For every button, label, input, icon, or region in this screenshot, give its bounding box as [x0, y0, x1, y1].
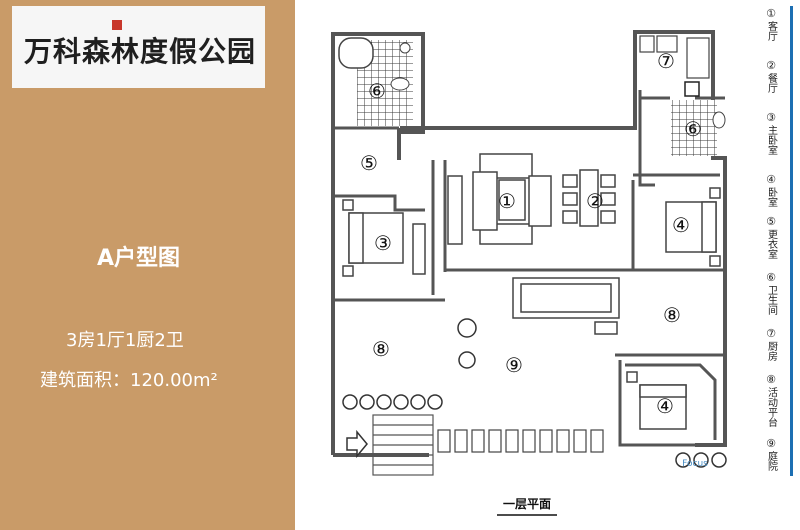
- dining-furniture: [562, 169, 616, 227]
- room-marker-dining: ②: [586, 189, 604, 213]
- master-bedroom-furniture: [342, 199, 426, 277]
- brand-logo: 万科森林度假公园: [12, 6, 265, 88]
- room-marker-kitchen: ⑦: [657, 49, 675, 73]
- room-configuration: 3房1厅1厨2卫: [66, 330, 184, 351]
- bedroom-lower-furniture: [626, 371, 687, 430]
- floor-label: 一层平面: [503, 497, 551, 511]
- room-marker-platform-right: ⑧: [663, 303, 681, 327]
- room-marker-bedroom-right: ④: [672, 213, 690, 237]
- floor-plan: ① ② ③ ④ ④ ⑤ ⑥ ⑥ ⑦ ⑧ ⑧ ⑨ 一层平面 Focus: [331, 30, 727, 516]
- living-room-furniture: [447, 153, 552, 245]
- room-marker-dressing: ⑤: [360, 151, 378, 175]
- room-marker-bedroom-lower: ④: [656, 394, 674, 418]
- legend-divider: [790, 6, 793, 476]
- bedroom-right-furniture: [665, 187, 721, 267]
- bathroom-upper-left: [338, 37, 413, 126]
- interior-walls: [333, 90, 725, 447]
- courtyard-features: [512, 277, 620, 335]
- kitchen-fixtures: [639, 35, 710, 79]
- watermark: Focus: [682, 459, 708, 469]
- paving-stones: [437, 429, 604, 453]
- room-marker-master-bedroom: ③: [374, 231, 392, 255]
- logo-seal-icon: [112, 20, 122, 30]
- entry-stairs: [372, 414, 434, 476]
- room-marker-platform-left: ⑧: [372, 337, 390, 361]
- bathroom-upper-right: [671, 81, 726, 156]
- plants: [342, 318, 727, 468]
- room-marker-bathroom-right: ⑥: [684, 117, 702, 141]
- room-marker-living: ①: [498, 189, 516, 213]
- plan-title: A户型图: [97, 246, 181, 271]
- logo-text: 万科森林度假公园: [24, 35, 257, 68]
- info-panel: 万科森林度假公园 A户型图 3房1厅1厨2卫 建筑面积：120.00m²: [0, 0, 295, 530]
- room-marker-courtyard: ⑨: [505, 353, 523, 377]
- floor-area: 建筑面积：120.00m²: [40, 370, 218, 391]
- room-marker-bathroom-left: ⑥: [368, 79, 386, 103]
- room-markers: ① ② ③ ④ ④ ⑤ ⑥ ⑥ ⑦ ⑧ ⑧ ⑨: [360, 49, 702, 418]
- entry-arrow-icon: [346, 429, 368, 459]
